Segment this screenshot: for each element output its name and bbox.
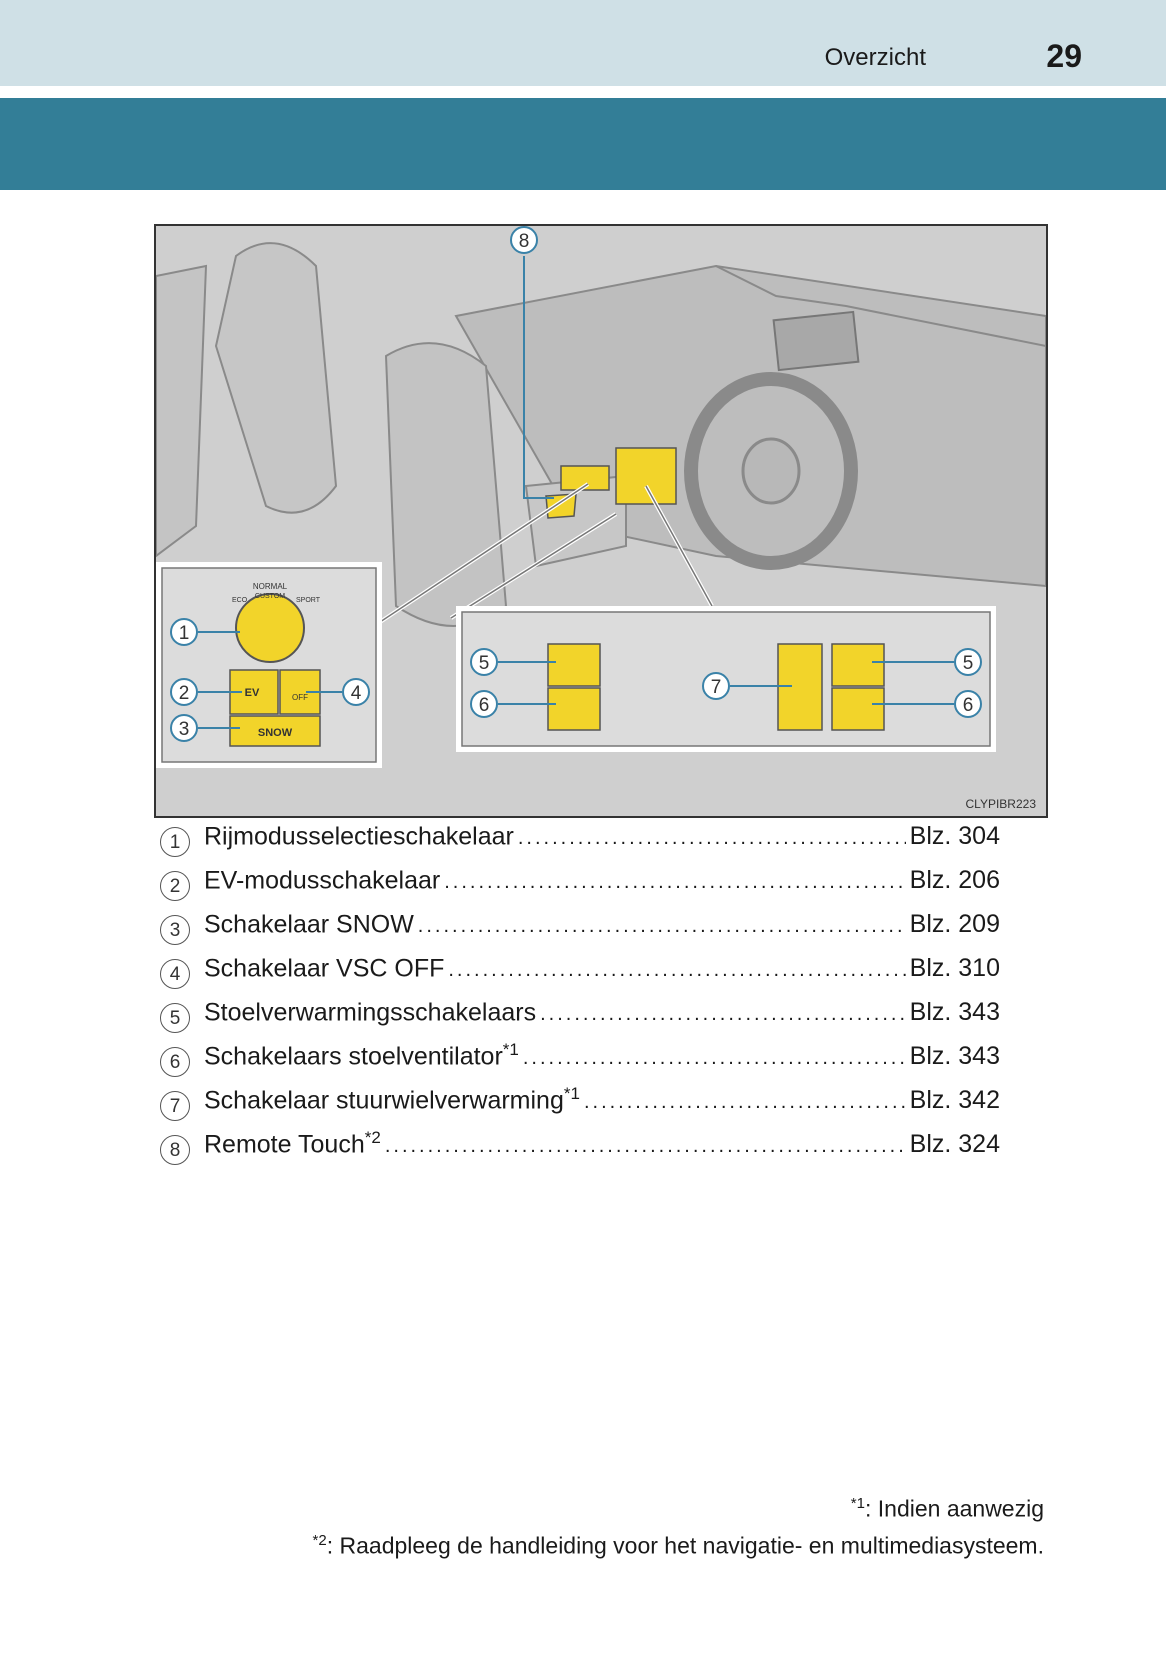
reference-label: Schakelaars stoelventilator*1 [204, 1040, 519, 1071]
vsc-button-label: OFF [292, 693, 308, 702]
reference-page: Blz. 209 [909, 910, 1000, 939]
leader-dots: ........................................… [444, 871, 906, 894]
reference-page: Blz. 206 [909, 866, 1000, 895]
dial-normal-label: NORMAL [253, 582, 288, 591]
leader-dots: ........................................… [417, 915, 906, 938]
reference-label: Stoelverwarmingsschakelaars [204, 998, 537, 1027]
reference-row: 3 Schakelaar SNOW ......................… [160, 908, 1000, 952]
reference-number: 5 [160, 1003, 190, 1033]
reference-number: 7 [160, 1091, 190, 1121]
reference-row: 2 EV-modusschakelaar ...................… [160, 864, 1000, 908]
reference-row: 4 Schakelaar VSC OFF ...................… [160, 952, 1000, 996]
footnote-2: *2: Raadpleeg de handleiding voor het na… [312, 1531, 1044, 1559]
reference-row: 6 Schakelaars stoelventilator*1 ........… [160, 1040, 1000, 1084]
callout-6-right: 6 [963, 695, 974, 716]
callout-5-left: 5 [479, 653, 490, 674]
callout-7: 7 [711, 677, 722, 698]
page-number: 29 [1046, 38, 1082, 74]
reference-page: Blz. 304 [909, 822, 1000, 851]
callout-2: 2 [179, 683, 190, 704]
reference-page: Blz. 310 [909, 954, 1000, 983]
reference-label: Remote Touch*2 [204, 1128, 381, 1159]
interior-illustration: 8 NORMAL CUSTOM ECO SPORT EV OFF SNOW 1 … [154, 224, 1048, 818]
callout-5-right: 5 [963, 653, 974, 674]
callout-3: 3 [179, 719, 190, 740]
header-band [0, 0, 1166, 86]
reference-page: Blz. 343 [909, 1042, 1000, 1071]
leader-dots: ........................................… [540, 1003, 906, 1026]
ev-button-label: EV [245, 687, 260, 699]
dial-custom-label: CUSTOM [255, 593, 285, 600]
footnote-1: *1: Indien aanwezig [850, 1495, 1044, 1522]
reference-row: 5 Stoelverwarmingsschakelaars ..........… [160, 996, 1000, 1040]
reference-page: Blz. 324 [909, 1130, 1000, 1159]
chapter-band [0, 98, 1166, 190]
reference-page: Blz. 343 [909, 998, 1000, 1027]
reference-label: Schakelaar VSC OFF [204, 954, 445, 983]
reference-label: Schakelaar SNOW [204, 910, 414, 939]
leader-dots: ........................................… [448, 959, 905, 982]
callout-4: 4 [351, 683, 362, 704]
reference-number: 1 [160, 827, 190, 857]
reference-page: Blz. 342 [909, 1086, 1000, 1115]
reference-label: Schakelaar stuurwielverwarming*1 [204, 1084, 580, 1115]
reference-number: 6 [160, 1047, 190, 1077]
callout-8: 8 [519, 231, 530, 252]
reference-number: 4 [160, 959, 190, 989]
callout-1: 1 [179, 623, 190, 644]
dial-sport-label: SPORT [296, 597, 321, 604]
leader-dots: ........................................… [522, 1047, 906, 1070]
dial-eco-label: ECO [232, 597, 248, 604]
reference-label: Rijmodusselectieschakelaar [204, 822, 514, 851]
reference-number: 3 [160, 915, 190, 945]
reference-label: EV-modusschakelaar [204, 866, 441, 895]
reference-row: 1 Rijmodusselectieschakelaar ...........… [160, 820, 1000, 864]
leader-dots: ........................................… [517, 827, 906, 850]
reference-number: 8 [160, 1135, 190, 1165]
snow-button-label: SNOW [258, 727, 293, 739]
reference-row: 8 Remote Touch*2 .......................… [160, 1128, 1000, 1172]
leader-dots: ........................................… [583, 1091, 906, 1114]
callout-6-left: 6 [479, 695, 490, 716]
reference-number: 2 [160, 871, 190, 901]
reference-row: 7 Schakelaar stuurwielverwarming*1 .....… [160, 1084, 1000, 1128]
section-title: Overzicht [824, 44, 926, 71]
footnotes: *1: Indien aanwezig *2: Raadpleeg de han… [313, 1488, 1044, 1561]
reference-list: 1 Rijmodusselectieschakelaar ...........… [160, 820, 1000, 1172]
leader-dots: ........................................… [384, 1135, 906, 1158]
figure-code: CLYPIBR223 [966, 797, 1037, 811]
